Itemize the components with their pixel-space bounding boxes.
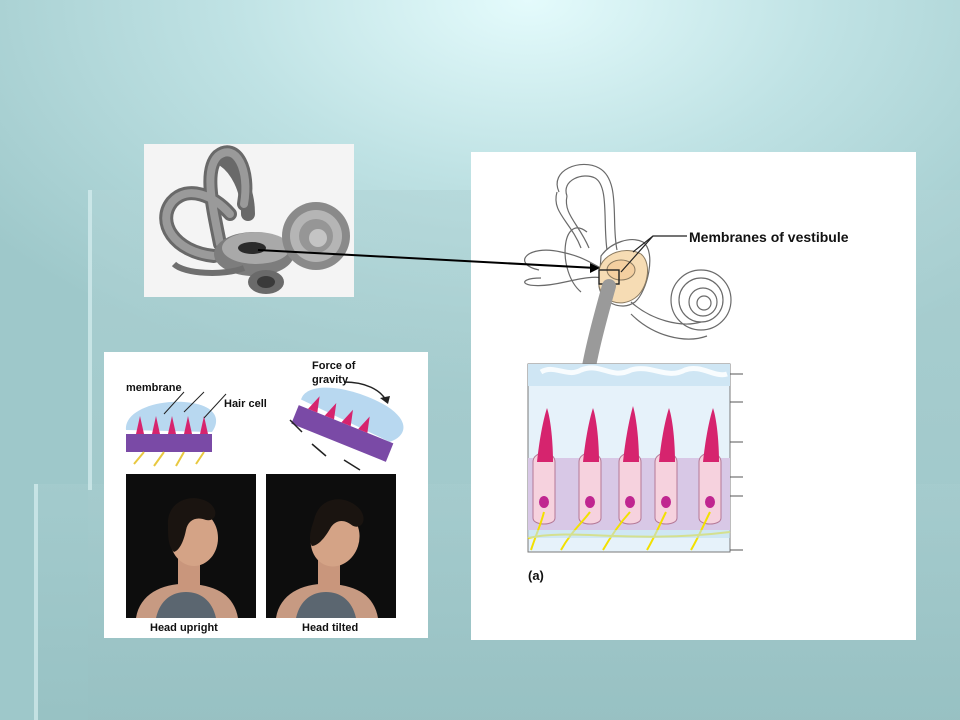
gravity-label: gravity — [312, 374, 349, 386]
bony-labyrinth-drawing — [159, 145, 350, 294]
macula-cross-section — [527, 363, 743, 553]
panel-a-label: (a) — [528, 568, 544, 583]
membranes-of-vestibule-label: Membranes of vestibule — [689, 229, 849, 245]
hair-cell-label: Hair cell — [224, 398, 267, 410]
membrane-label: membrane — [126, 382, 182, 394]
vestibule-figure-panel: Membranes of vestibule (a) — [471, 152, 916, 640]
force-of-label: Force of — [312, 360, 356, 372]
slab-edge — [34, 484, 38, 720]
head-upright-photo — [126, 474, 256, 618]
bony-labyrinth-image — [144, 144, 354, 297]
head-tilt-figure-panel: membrane Hair cell Force of gravity Head… — [104, 352, 428, 638]
head-tilted-photo — [266, 474, 396, 618]
slab-edge — [88, 190, 92, 490]
head-upright-drawing — [136, 498, 238, 618]
head-tilted-drawing — [276, 499, 378, 618]
membranous-labyrinth-drawing — [524, 163, 743, 553]
head-tilted-caption: Head tilted — [302, 622, 359, 634]
otolith-illustration — [125, 381, 404, 471]
head-upright-caption: Head upright — [150, 622, 218, 634]
